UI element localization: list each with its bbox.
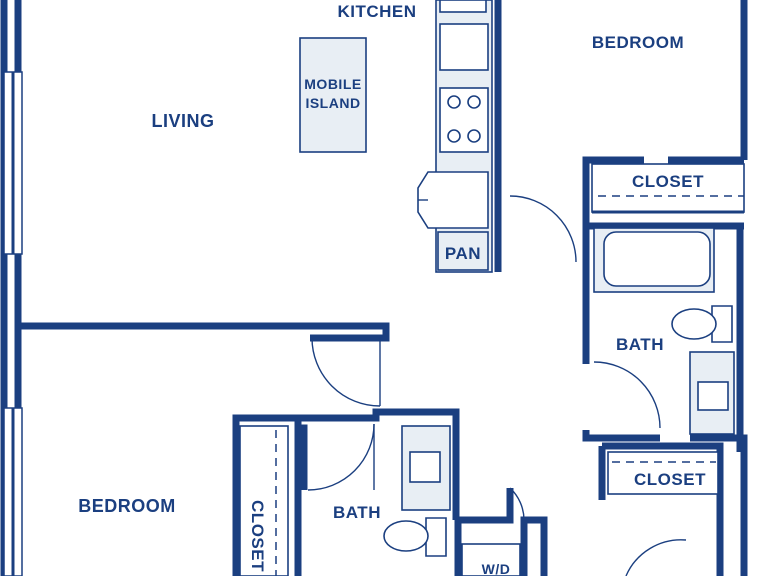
pantry-label: PAN xyxy=(445,244,481,263)
bath-left-label: BATH xyxy=(333,503,381,522)
wd-label: W/D xyxy=(482,561,511,576)
bedroom-top-label: BEDROOM xyxy=(592,33,684,52)
bath-right xyxy=(582,222,748,452)
left-toilet-icon xyxy=(425,517,447,557)
bedroom-door xyxy=(311,337,381,407)
closet-mid xyxy=(598,442,748,576)
bath-sink-icon xyxy=(697,381,729,411)
washer-dryer-box xyxy=(461,543,521,576)
bedroom-bottom-label: BEDROOM xyxy=(78,496,176,516)
right-upper-walls xyxy=(582,0,748,268)
closet-mid-label: CLOSET xyxy=(634,470,706,489)
kitchen-label: KITCHEN xyxy=(337,2,416,21)
island-label-line1: MOBILE xyxy=(304,76,361,92)
wd-closet xyxy=(454,487,548,576)
closet-side-box xyxy=(239,425,289,576)
pantry-box xyxy=(437,231,489,271)
closet-top-label: CLOSET xyxy=(632,172,704,191)
bath-right-label: BATH xyxy=(616,335,664,354)
left-exterior-wall xyxy=(0,0,23,576)
island-label-line2: ISLAND xyxy=(305,95,360,111)
kitchen-counter xyxy=(417,0,493,273)
left-bath-door-swing xyxy=(307,423,375,491)
bath-door-swing xyxy=(593,361,661,429)
stove-icon xyxy=(439,87,489,153)
dishwasher-icon xyxy=(417,171,489,229)
fridge-icon xyxy=(439,23,489,71)
left-sink-icon xyxy=(409,451,441,483)
living-label: LIVING xyxy=(151,111,214,131)
sink-icon xyxy=(439,0,487,13)
hall-door-swing xyxy=(509,195,577,263)
closet-side-label: CLOSET xyxy=(248,500,267,572)
mobile-island xyxy=(299,37,367,153)
bath-left xyxy=(232,408,460,576)
living-bedroom-wall xyxy=(18,322,390,342)
